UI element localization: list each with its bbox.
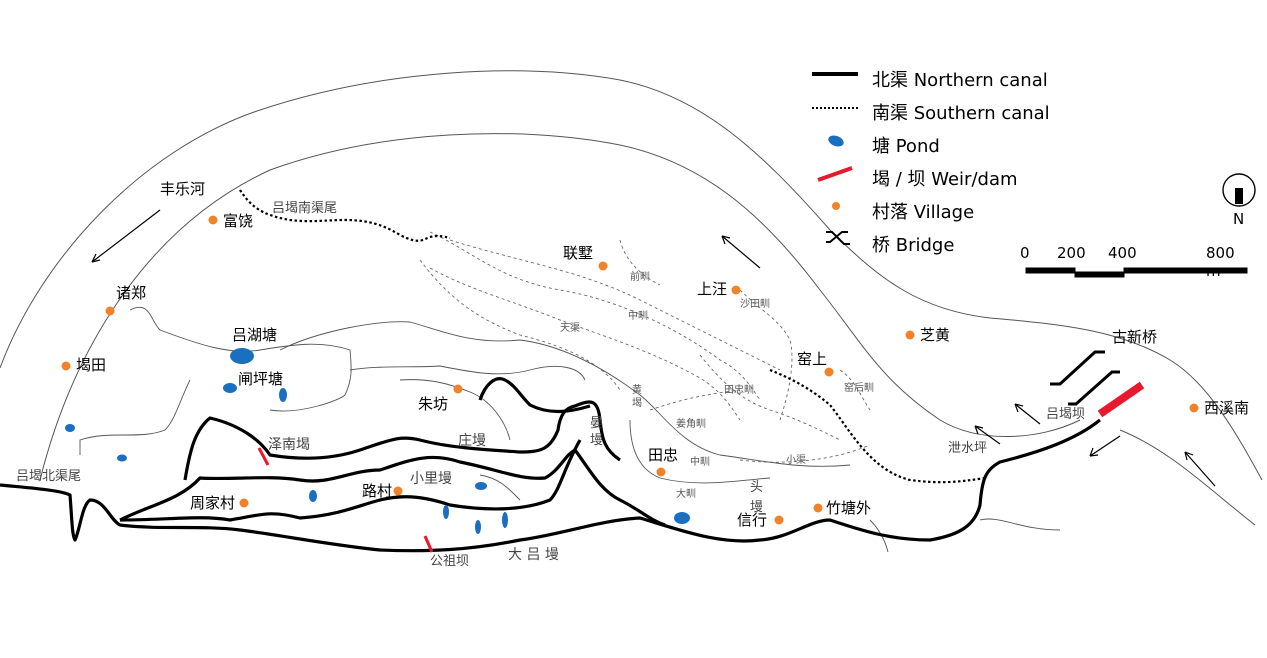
weir-label: 泽南堨 xyxy=(268,437,310,453)
village-label: 富饶 xyxy=(223,212,254,230)
village-label: 芝黄 xyxy=(920,326,951,344)
branch-label: 大甽 xyxy=(676,489,696,500)
north-arrow-icon xyxy=(1222,173,1256,207)
north-canal-tail-label: 吕堨北渠尾 xyxy=(16,469,82,484)
northern-canal-line xyxy=(0,418,1101,553)
legend-southern-canal: 南渠 Southern canal xyxy=(872,103,1050,124)
village-label: 周家村 xyxy=(190,494,236,512)
branch-label: 窑后甽 xyxy=(844,383,874,394)
river-bank-outer xyxy=(0,70,1263,481)
weir-gongzu xyxy=(423,535,434,553)
pond-label: 吕湖塘 xyxy=(232,326,278,344)
village-label: 诸郑 xyxy=(116,284,147,302)
village-label: 堨田 xyxy=(76,356,107,374)
village-label: 信行 xyxy=(737,511,768,529)
southern-canal-line xyxy=(239,189,986,484)
branch-label: 中甽 xyxy=(628,311,648,322)
village-label: 窑上 xyxy=(797,350,828,368)
dam-label: 公祖坝 xyxy=(430,554,470,569)
north-label: N xyxy=(1233,210,1245,228)
scale-bar xyxy=(1025,267,1248,278)
place-label: 泄水坪 xyxy=(948,441,988,456)
place-label: 小渠 xyxy=(786,455,806,466)
place-label: 小里墁 xyxy=(410,471,452,487)
scale-label-200: 200 xyxy=(1057,244,1086,262)
pond-lvhu xyxy=(230,348,254,364)
village-label: 田忠 xyxy=(648,446,679,464)
scale-label-400: 400 xyxy=(1108,244,1137,262)
branch-label: 中甽 xyxy=(690,457,710,468)
legend-northern-canal: 北渠 Northern canal xyxy=(872,70,1048,91)
village-label: 联墅 xyxy=(563,244,594,262)
dam-label: 吕堨坝 xyxy=(1046,407,1086,422)
legend-weir: 堨 / 坝 Weir/dam xyxy=(872,169,1018,190)
legend-bridge: 桥 Bridge xyxy=(872,235,955,256)
river-label: 丰乐河 xyxy=(160,180,206,198)
place-label: 头墁 xyxy=(750,480,764,515)
place-label: 大 吕 墁 xyxy=(508,547,559,563)
village-label: 上汪 xyxy=(697,280,728,298)
village-label: 竹塘外 xyxy=(826,499,872,517)
bridge-guxin xyxy=(1050,350,1120,406)
place-label: 黄堨 xyxy=(632,385,642,409)
place-label: 晏墁 xyxy=(590,416,604,448)
scale-label-0: 0 xyxy=(1020,244,1030,262)
pond-label: 闸坪塘 xyxy=(238,370,284,388)
branch-label: 姜角甽 xyxy=(676,419,706,430)
village-label: 路村 xyxy=(362,482,393,500)
branch-label: 沙田甽 xyxy=(740,299,770,310)
legend-village: 村落 Village xyxy=(872,202,975,223)
bridge-label: 古新桥 xyxy=(1112,328,1158,346)
weir-lvye xyxy=(1097,381,1145,418)
village-label: 朱坊 xyxy=(418,395,449,413)
scale-label-800: 800 m xyxy=(1206,244,1235,280)
place-label: 庄墁 xyxy=(458,433,486,449)
river-bank-inner xyxy=(39,133,1081,481)
weir-zenan xyxy=(257,447,270,466)
south-canal-tail-label: 吕堨南渠尾 xyxy=(272,201,338,216)
village-label: 西溪南 xyxy=(1204,399,1250,417)
river-bank-lower xyxy=(1119,429,1256,526)
branch-label: 田忠甽 xyxy=(724,385,754,396)
place-label: 天渠 xyxy=(560,323,580,334)
legend-pond: 塘 Pond xyxy=(872,136,940,157)
branch-label: 前甽 xyxy=(630,272,650,283)
